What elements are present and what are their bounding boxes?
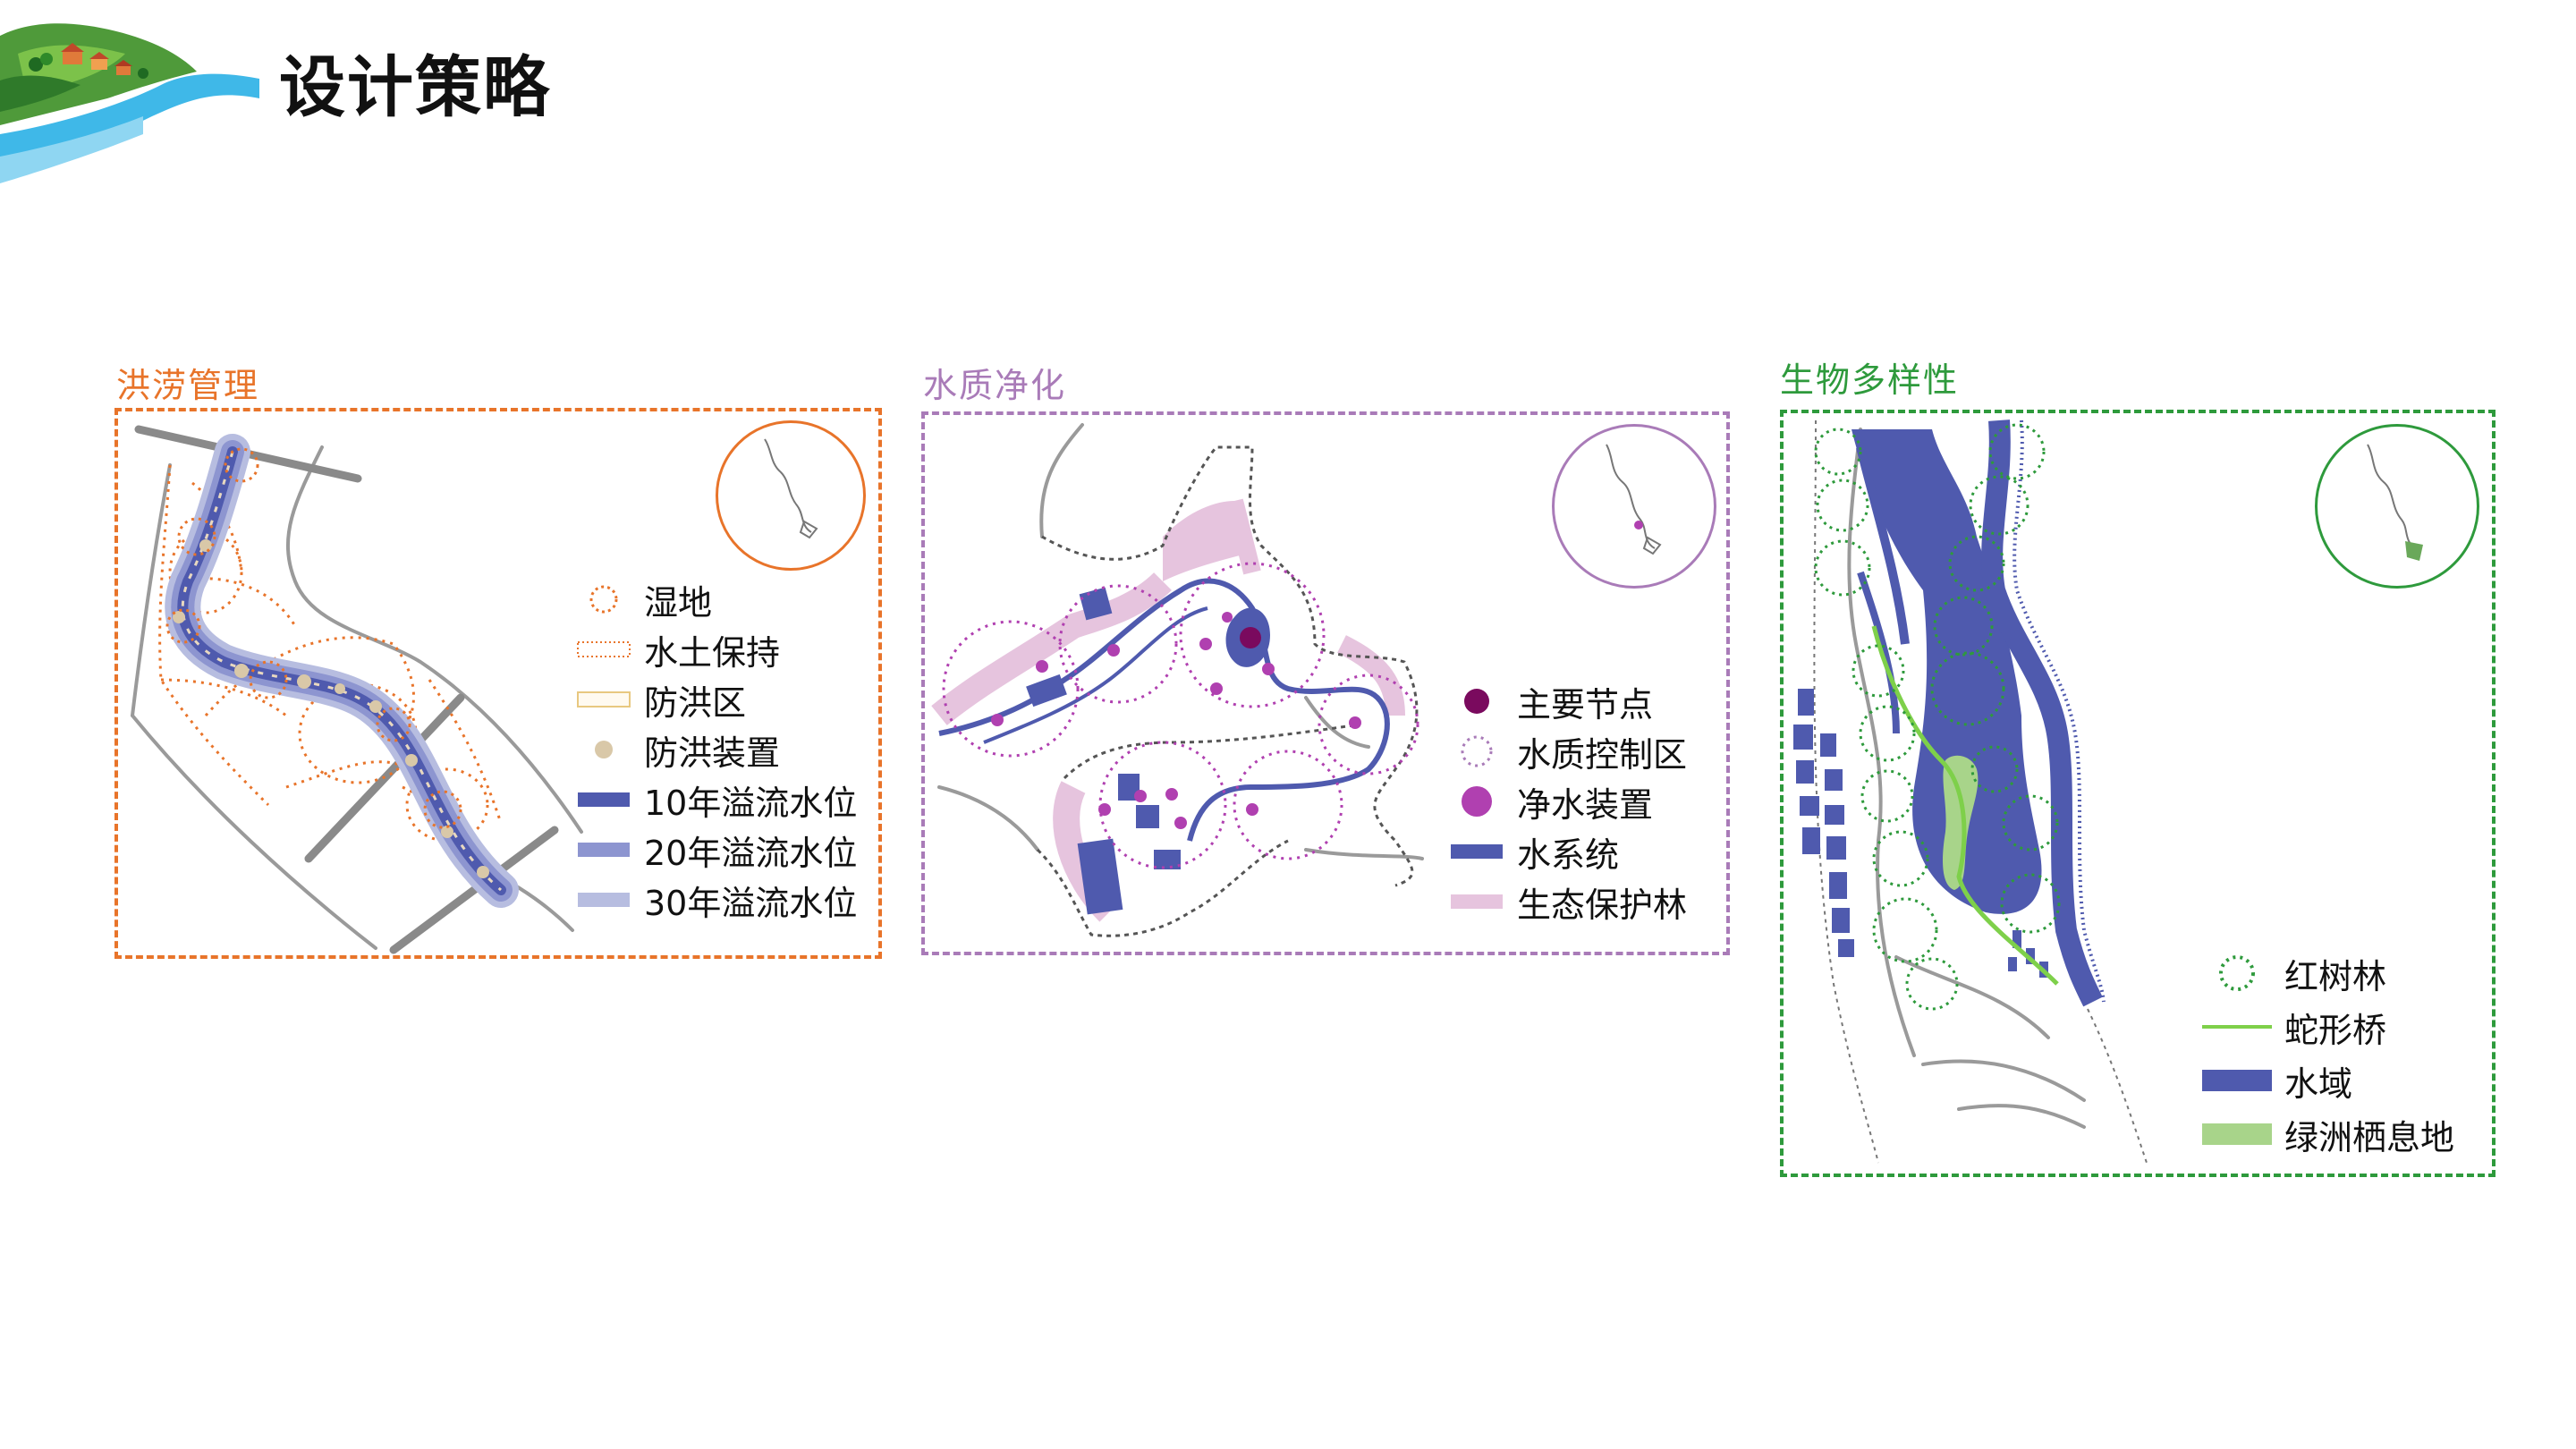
legend-label: 生态保护林 xyxy=(1517,885,1688,925)
level-30yr-bar-icon xyxy=(576,882,631,918)
legend-item-level-20yr: 20年溢流水位 xyxy=(576,825,857,875)
legend-item-level-30yr: 30年溢流水位 xyxy=(576,875,857,925)
page-title: 设计策略 xyxy=(279,49,551,126)
legend-item-flood-zone: 防洪区 xyxy=(576,674,857,724)
flood-device-dot-icon xyxy=(576,732,631,767)
water-legend: 主要节点 水质控制区 净水装置 水系统 生态保护林 xyxy=(1449,676,1687,927)
level-20yr-bar-icon xyxy=(576,832,631,868)
flood-locator-map xyxy=(716,420,866,571)
legend-label: 水系统 xyxy=(1517,835,1620,875)
legend-label: 主要节点 xyxy=(1517,684,1654,724)
legend-label: 30年溢流水位 xyxy=(644,883,858,923)
main-node-dot-icon xyxy=(1449,683,1504,719)
eco-forest-bar-icon xyxy=(1449,884,1504,919)
legend-label: 绿洲栖息地 xyxy=(2284,1117,2455,1157)
water-locator-route xyxy=(1606,444,1662,555)
water-control-circle-icon xyxy=(1449,733,1504,769)
panel-water-frame xyxy=(921,411,1730,955)
legend-item-mangrove: 红树林 xyxy=(2202,946,2454,1000)
legend-item-purifier: 净水装置 xyxy=(1449,776,1687,826)
legend-item-main-node: 主要节点 xyxy=(1449,676,1687,726)
purifier-dot-icon xyxy=(1449,784,1504,819)
panel-flood-frame xyxy=(114,408,882,959)
legend-item-eco-forest: 生态保护林 xyxy=(1449,877,1687,927)
flood-zone-rect-icon xyxy=(576,682,631,717)
legend-item-level-10yr: 10年溢流水位 xyxy=(576,775,857,825)
legend-item-water-system: 水系统 xyxy=(1449,826,1687,877)
panel-bio-frame xyxy=(1780,410,2496,1177)
panel-title-biodiversity: 生物多样性 xyxy=(1780,360,1960,400)
legend-item-oasis-habitat: 绿洲栖息地 xyxy=(2202,1107,2454,1161)
legend-item-wetland: 湿地 xyxy=(576,574,857,624)
legend-item-water-area: 水域 xyxy=(2202,1054,2454,1107)
soil-conservation-dotted-rect-icon xyxy=(576,631,631,667)
bio-locator-map xyxy=(2315,424,2479,589)
legend-label: 水土保持 xyxy=(644,632,781,673)
oasis-habitat-bar-icon xyxy=(2202,1116,2272,1152)
legend-label: 净水装置 xyxy=(1517,784,1654,825)
legend-label: 红树林 xyxy=(2284,956,2387,996)
flood-locator-route xyxy=(764,438,818,539)
panel-title-flood: 洪涝管理 xyxy=(116,366,260,405)
level-10yr-bar-icon xyxy=(576,782,631,818)
water-system-bar-icon xyxy=(1449,834,1504,869)
serpentine-bridge-line-icon xyxy=(2202,1009,2272,1045)
panel-title-water-purification: 水质净化 xyxy=(923,366,1067,405)
legend-label: 水质控制区 xyxy=(1517,734,1688,775)
legend-item-serpentine-bridge: 蛇形桥 xyxy=(2202,1000,2454,1054)
mangrove-circle-icon xyxy=(2202,955,2272,991)
legend-label: 湿地 xyxy=(644,582,713,623)
bio-locator-route xyxy=(2367,444,2423,561)
water-locator-map xyxy=(1552,424,1716,589)
legend-label: 10年溢流水位 xyxy=(644,783,858,823)
landscape-logo-illustration xyxy=(0,23,259,183)
water-area-bar-icon xyxy=(2202,1063,2272,1098)
legend-label: 防洪装置 xyxy=(644,733,781,773)
flood-legend: 湿地 水土保持 防洪区 防洪装置 10年溢流水位 20年溢流水位 30年溢流 xyxy=(576,574,857,925)
wetland-circle-icon xyxy=(576,581,631,617)
bio-legend: 红树林 蛇形桥 水域 绿洲栖息地 xyxy=(2202,946,2454,1161)
legend-label: 蛇形桥 xyxy=(2284,1010,2387,1050)
legend-item-water-control-zone: 水质控制区 xyxy=(1449,726,1687,776)
legend-label: 水域 xyxy=(2284,1063,2353,1104)
legend-label: 20年溢流水位 xyxy=(644,833,858,873)
legend-item-flood-device: 防洪装置 xyxy=(576,724,857,775)
legend-label: 防洪区 xyxy=(644,682,747,723)
legend-item-soil-conservation: 水土保持 xyxy=(576,624,857,674)
